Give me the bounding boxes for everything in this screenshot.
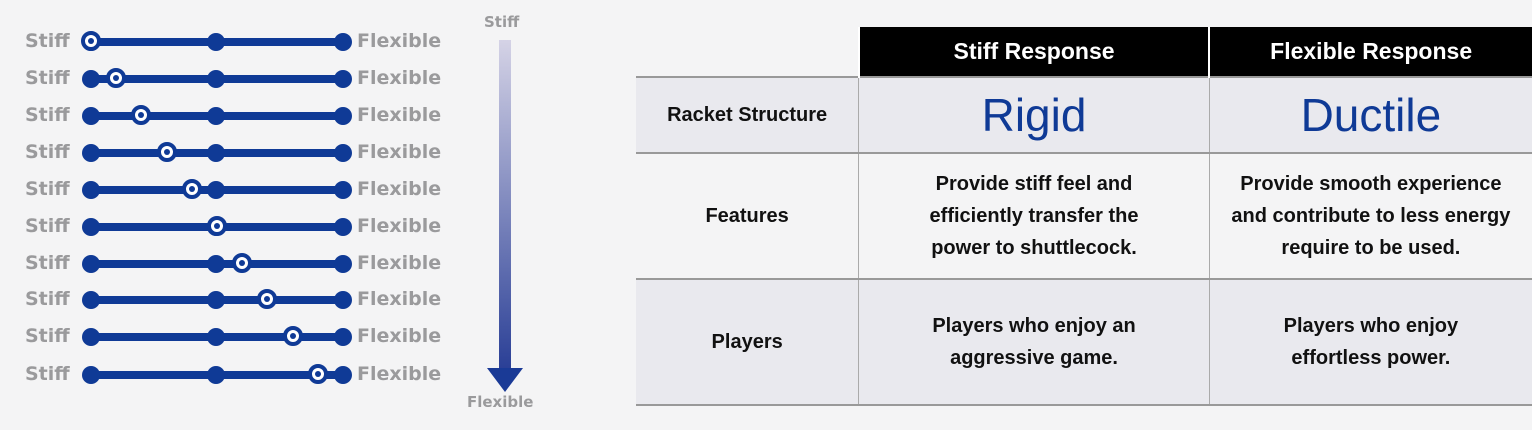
scale-start-dot [82,107,100,125]
scale-end-dot [334,144,352,162]
arrow-bottom-label: Flexible [467,393,534,411]
flexible-cell: Ductile [1208,76,1532,153]
scale-end-dot [334,218,352,236]
flexible-cell: Players who enjoy effortless power. [1208,278,1532,406]
stiff-label: Stiff [25,325,70,347]
scale-start-dot [82,366,100,384]
flexible-label: Flexible [357,215,442,237]
scale-mid-dot [207,328,225,346]
scale-start-dot [82,328,100,346]
scale-end-dot [334,107,352,125]
stiffness-scale-row: Stiff Flexible [0,211,470,241]
stiff-label: Stiff [25,30,70,52]
flexible-label: Flexible [357,252,442,274]
stiffness-scale-row: Stiff Flexible [0,26,470,56]
stiffness-scale-row: Stiff Flexible [0,174,470,204]
scale-end-dot [334,291,352,309]
row-label: Racket Structure [636,76,859,153]
scale-knob [81,31,101,51]
scale-end-dot [334,328,352,346]
arrow-top-label: Stiff [484,13,520,31]
table-row: Racket Structure Rigid Ductile [636,76,1532,153]
stiff-label: Stiff [25,67,70,89]
gradient-arrow-shaft [499,40,511,370]
stiff-label: Stiff [25,288,70,310]
flexible-label: Flexible [357,141,442,163]
scale-knob [156,142,177,162]
scale-knob [106,68,127,88]
stiffness-scale-row: Stiff Flexible [0,137,470,167]
stiff-cell: Rigid [858,76,1210,153]
flexible-label: Flexible [357,288,442,310]
stiff-cell: Provide stiff feel and efficiently trans… [858,152,1210,279]
stiffness-scale-row: Stiff Flexible [0,248,470,278]
stiffness-scale-row: Stiff Flexible [0,284,470,314]
flexible-label: Flexible [357,325,442,347]
table-row: Players Players who enjoy an aggressive … [636,278,1532,406]
scale-start-dot [82,181,100,199]
scale-mid-dot [207,366,225,384]
arrow-down-icon [487,368,523,392]
scale-mid-dot [207,33,225,51]
stiffness-scale-row: Stiff Flexible [0,63,470,93]
flexible-cell: Provide smooth experience and contribute… [1208,152,1532,279]
scale-knob [181,179,202,199]
scale-end-dot [334,255,352,273]
stiffness-scale-row: Stiff Flexible [0,321,470,351]
scale-end-dot [334,70,352,88]
corner-cell [636,27,859,77]
flexible-label: Flexible [357,363,442,385]
scale-start-dot [82,291,100,309]
scale-start-dot [82,255,100,273]
stiff-label: Stiff [25,363,70,385]
scale-mid-dot [207,291,225,309]
stiff-label: Stiff [25,178,70,200]
flexible-label: Flexible [357,178,442,200]
scale-end-dot [334,366,352,384]
scale-start-dot [82,70,100,88]
stiff-label: Stiff [25,252,70,274]
scale-mid-dot [207,144,225,162]
scale-end-dot [334,181,352,199]
flexible-label: Flexible [357,30,442,52]
scale-knob [131,105,152,125]
comparison-table: Stiff Response Flexible Response Racket … [636,27,1532,406]
stiffness-scale-row: Stiff Flexible [0,359,470,389]
stiff-label: Stiff [25,104,70,126]
scale-end-dot [334,33,352,51]
stiff-label: Stiff [25,141,70,163]
scale-knob [232,253,253,273]
row-label: Players [636,278,859,406]
table-row: Features Provide stiff feel and efficien… [636,152,1532,279]
stiff-label: Stiff [25,215,70,237]
scale-start-dot [82,218,100,236]
scale-knob [307,364,328,384]
scale-mid-dot [207,107,225,125]
row-label: Features [636,152,859,279]
scale-start-dot [82,144,100,162]
scale-knob [257,289,278,309]
header-stiff-response: Stiff Response [857,27,1210,77]
flexible-label: Flexible [357,104,442,126]
scale-mid-dot [207,70,225,88]
stiffness-scale-row: Stiff Flexible [0,100,470,130]
scale-mid-dot [207,255,225,273]
header-flexible-response: Flexible Response [1208,27,1532,77]
scale-knob [207,216,227,236]
stiff-cell: Players who enjoy an aggressive game. [858,278,1210,406]
flexible-label: Flexible [357,67,442,89]
scale-knob [282,326,303,346]
scale-mid-dot [207,181,225,199]
